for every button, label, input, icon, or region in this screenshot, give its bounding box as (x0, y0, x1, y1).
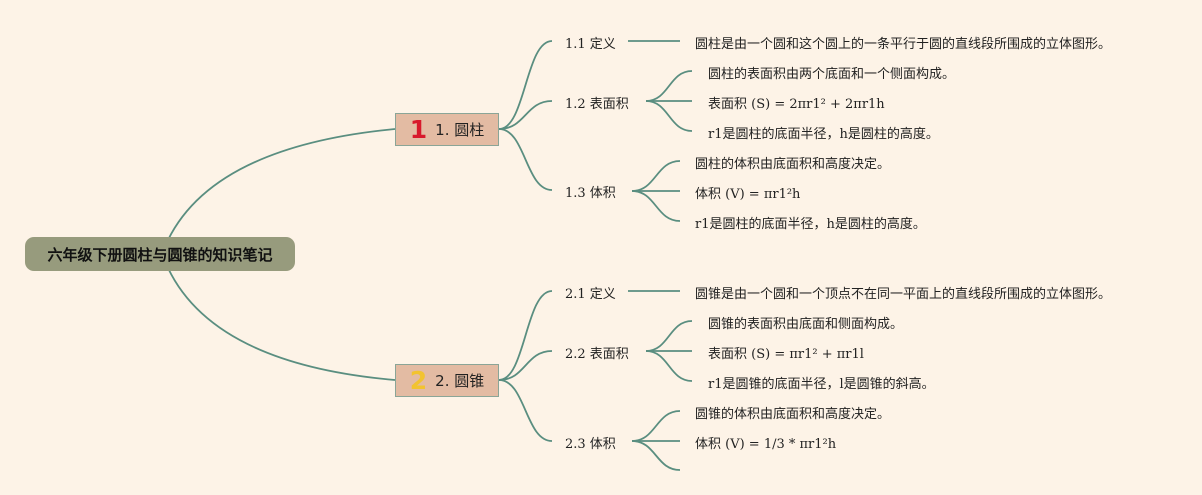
leaf-2-3-2: 体积 (V) = 1/3 * πr1²h (695, 437, 837, 452)
connector-branch-1-sub-3 (498, 128, 553, 191)
leaf-1-3-2: 体积 (V) = πr1²h (695, 187, 801, 202)
number-1-icon: 1 (409, 115, 428, 144)
leaf-2-2-3: r1是圆锥的底面半径，l是圆锥的斜高。 (708, 377, 935, 392)
connector-branch-1-sub-2 (498, 100, 553, 130)
connector-root-branch-2 (167, 267, 396, 381)
connector-branch-1-sub-1 (498, 40, 553, 130)
connector-sub-1-2-leaf-3 (645, 100, 693, 132)
connector-sub-1-2-leaf-1 (645, 70, 693, 102)
leaf-2-2-2: 表面积 (S) = πr1² + πr1l (708, 347, 864, 362)
subtopic-2-2[interactable]: 2.2 表面积 (565, 347, 629, 362)
subtopic-1-1[interactable]: 1.1 定义 (565, 37, 616, 52)
branch-label: 2. 圆锥 (435, 372, 485, 390)
connector-root-branch-1 (167, 128, 396, 241)
leaf-1-3-1: 圆柱的体积由底面积和高度决定。 (695, 157, 891, 172)
leaf-2-1-1: 圆锥是由一个圆和一个顶点不在同一平面上的直线段所围成的立体图形。 (695, 287, 1112, 302)
branch-node-cone[interactable]: 2 2. 圆锥 (395, 364, 499, 397)
leaf-2-3-1: 圆锥的体积由底面积和高度决定。 (695, 407, 891, 422)
connector-sub-2-2-leaf-3 (645, 350, 693, 382)
root-node[interactable]: 六年级下册圆柱与圆锥的知识笔记 (25, 237, 295, 271)
subtopic-1-3[interactable]: 1.3 体积 (565, 186, 616, 201)
leaf-1-3-3: r1是圆柱的底面半径，h是圆柱的高度。 (695, 217, 926, 232)
leaf-1-2-3: r1是圆柱的底面半径，h是圆柱的高度。 (708, 127, 939, 142)
connector-sub-1-3-leaf-3 (631, 190, 681, 222)
root-title: 六年级下册圆柱与圆锥的知识笔记 (47, 245, 273, 264)
number-2-icon: 2 (409, 366, 428, 395)
subtopic-2-3[interactable]: 2.3 体积 (565, 437, 616, 452)
connector-sub-2-2-leaf-1 (645, 320, 693, 352)
subtopic-1-2[interactable]: 1.2 表面积 (565, 97, 629, 112)
connector-branch-2-sub-1 (498, 290, 553, 381)
connector-branch-2-sub-2 (498, 350, 553, 381)
connector-sub-2-3-leaf-3 (631, 440, 681, 471)
leaf-1-1-1: 圆柱是由一个圆和这个圆上的一条平行于圆的直线段所围成的立体图形。 (695, 37, 1112, 52)
connector-branch-2-sub-3 (498, 379, 553, 442)
subtopic-2-1[interactable]: 2.1 定义 (565, 287, 616, 302)
branch-node-cylinder[interactable]: 1 1. 圆柱 (395, 113, 499, 146)
leaf-1-2-1: 圆柱的表面积由两个底面和一个侧面构成。 (708, 67, 956, 82)
branch-label: 1. 圆柱 (435, 121, 485, 139)
connector-sub-2-3-leaf-1 (631, 410, 681, 442)
leaf-2-2-1: 圆锥的表面积由底面和侧面构成。 (708, 317, 904, 332)
leaf-1-2-2: 表面积 (S) = 2πr1² + 2πr1h (708, 97, 885, 112)
connector-sub-1-3-leaf-1 (631, 160, 681, 192)
